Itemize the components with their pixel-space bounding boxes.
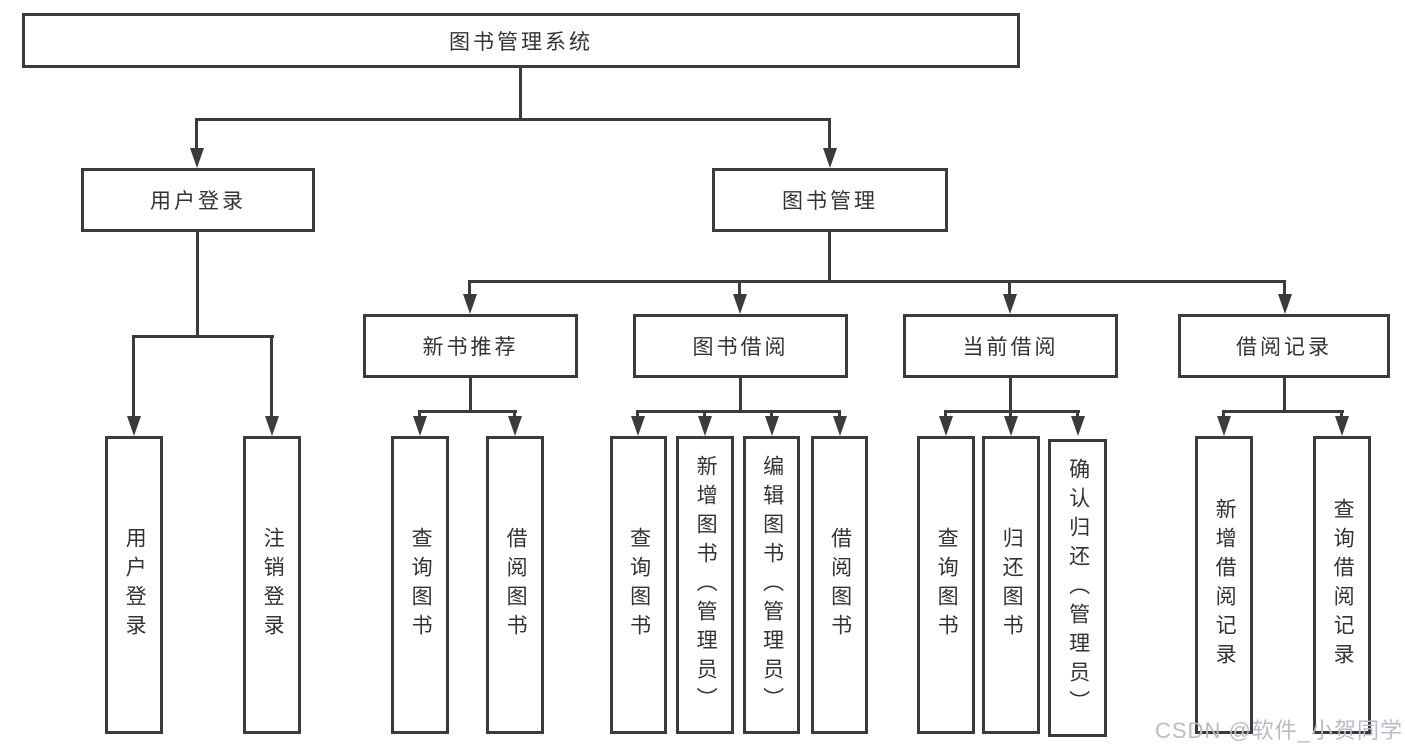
leaf-label: 查询图书 — [627, 527, 651, 643]
connector-current-borrow-feed — [1009, 378, 1012, 413]
connector-arrow-stem-leaf-logout — [270, 335, 273, 419]
leaf-borrow-book-2: 借阅图书 — [811, 436, 868, 734]
connector-arrow-stem — [1222, 410, 1225, 420]
arrow-head-new-book — [463, 294, 477, 314]
leaf-borrow-book-1: 借阅图书 — [486, 436, 544, 734]
leaf-logout: 注销登录 — [243, 436, 301, 734]
node-book-borrow: 图书借阅 — [633, 314, 848, 378]
node-label: 新书推荐 — [422, 336, 519, 359]
node-label: 当前借阅 — [962, 336, 1059, 359]
arrow-head-query-book-3 — [939, 416, 953, 436]
node-book-management: 图书管理 — [712, 168, 948, 232]
leaf-add-borrow-record: 新增借阅记录 — [1195, 436, 1253, 734]
arrow-head-edit-book — [765, 416, 779, 436]
connector-arrow-stem — [1009, 410, 1012, 420]
leaf-label: 新增图书（管理员） — [694, 454, 718, 716]
connector-user-login-feed — [196, 232, 199, 338]
node-label: 借阅记录 — [1236, 336, 1332, 359]
connector-arrow-stem — [770, 410, 773, 420]
leaf-confirm-return-admin: 确认归还（管理员） — [1048, 439, 1107, 737]
leaf-label: 用户登录 — [123, 527, 147, 643]
leaf-label: 查询图书 — [409, 527, 433, 643]
node-new-book-recommend: 新书推荐 — [363, 314, 578, 378]
connector-arrow-stem-leaf-user-login — [132, 335, 135, 419]
connector-current-borrow-splitter — [945, 410, 1080, 413]
node-borrow-records: 借阅记录 — [1178, 314, 1390, 378]
arrow-head-add-borrow-record — [1217, 416, 1231, 436]
connector-arrow-stem-current-borrow — [1008, 280, 1011, 296]
arrow-head-query-book-2 — [631, 416, 645, 436]
connector-book-borrow-splitter — [637, 410, 841, 413]
arrow-head-query-borrow-record — [1335, 416, 1349, 436]
node-current-borrow: 当前借阅 — [903, 314, 1118, 378]
connector-arrow-stem — [636, 410, 639, 420]
connector-arrow-stem-new-book — [468, 280, 471, 296]
connector-arrow-stem — [1340, 410, 1343, 420]
arrow-head-add-book — [698, 416, 712, 436]
leaf-label: 查询借阅记录 — [1331, 498, 1355, 672]
connector-book-management-feed — [828, 232, 831, 283]
arrow-head-current-borrow — [1003, 294, 1017, 314]
arrow-head-leaf-user-login — [127, 416, 141, 436]
arrow-head-confirm-return — [1071, 416, 1085, 436]
leaf-query-book-1: 查询图书 — [391, 436, 449, 734]
node-user-login: 用户登录 — [81, 168, 315, 232]
leaf-label: 编辑图书（管理员） — [760, 454, 784, 716]
connector-new-book-feed — [469, 378, 472, 413]
leaf-label: 归还图书 — [1000, 527, 1024, 643]
connector-arrow-stem-book-management — [828, 118, 831, 151]
leaf-edit-book-admin: 编辑图书（管理员） — [743, 436, 800, 734]
node-label: 用户登录 — [150, 190, 246, 213]
arrow-head-book-management — [823, 148, 837, 168]
arrow-head-borrow-book-2 — [833, 416, 847, 436]
arrow-head-query-book-1 — [413, 416, 427, 436]
connector-user-login-splitter — [133, 335, 274, 338]
connector-book-borrow-feed — [739, 378, 742, 413]
leaf-label: 注销登录 — [261, 527, 285, 643]
node-label: 图书借阅 — [692, 336, 789, 359]
leaf-label: 借阅图书 — [504, 527, 528, 643]
arrow-head-borrow-book-1 — [508, 416, 522, 436]
connector-arrow-stem-book-borrow — [738, 280, 741, 296]
leaf-label: 借阅图书 — [828, 527, 852, 643]
connector-arrow-stem-user-login — [195, 118, 198, 151]
leaf-user-login: 用户登录 — [105, 436, 163, 734]
connector-borrow-records-feed — [1283, 378, 1286, 413]
leaf-query-book-2: 查询图书 — [610, 436, 667, 734]
connector-arrow-stem — [1076, 410, 1079, 420]
connector-borrow-records-splitter — [1223, 410, 1344, 413]
leaf-label: 新增借阅记录 — [1213, 498, 1237, 672]
connector-arrow-stem — [944, 410, 947, 420]
node-label: 图书管理 — [782, 190, 878, 213]
connector-arrow-stem — [838, 410, 841, 420]
leaf-label: 查询图书 — [935, 527, 959, 643]
arrow-head-return-book — [1004, 416, 1018, 436]
connector-arrow-stem — [513, 410, 516, 420]
connector-level2-splitter — [197, 118, 831, 121]
leaf-add-book-admin: 新增图书（管理员） — [676, 436, 734, 734]
connector-root-feed — [519, 68, 522, 119]
leaf-query-book-3: 查询图书 — [917, 436, 975, 734]
watermark-text: CSDN @软件_小贺同学 — [1155, 718, 1404, 743]
leaf-return-book: 归还图书 — [982, 436, 1040, 734]
node-label: 图书管理系统 — [449, 30, 593, 54]
connector-arrow-stem-borrow-records — [1283, 280, 1286, 296]
connector-new-book-splitter — [419, 410, 517, 413]
connector-arrow-stem — [418, 410, 421, 420]
node-library-management-system: 图书管理系统 — [22, 13, 1020, 68]
connector-arrow-stem — [703, 410, 706, 420]
arrow-head-book-borrow — [733, 294, 747, 314]
leaf-query-borrow-record: 查询借阅记录 — [1313, 436, 1371, 734]
arrow-head-borrow-records — [1278, 294, 1292, 314]
arrow-head-leaf-logout — [265, 416, 279, 436]
connector-level3-splitter — [469, 280, 1286, 283]
leaf-label: 确认归还（管理员） — [1066, 457, 1090, 719]
arrow-head-user-login — [190, 148, 204, 168]
